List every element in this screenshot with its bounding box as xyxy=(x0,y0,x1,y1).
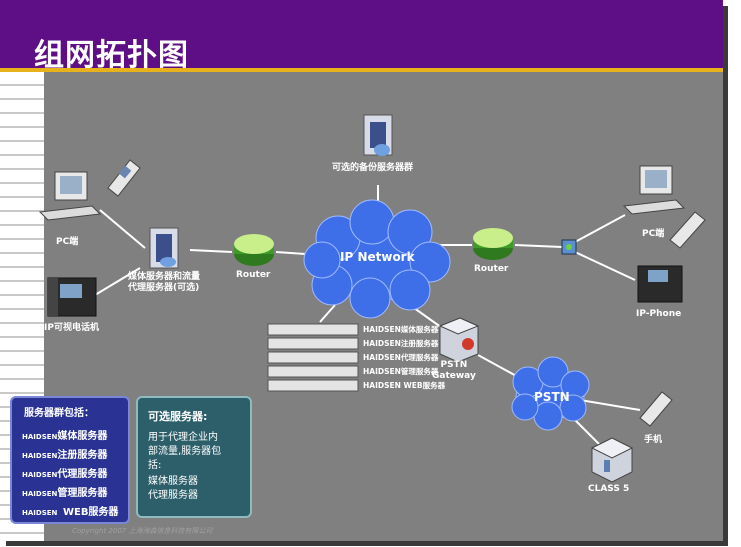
label-pc-right: PC端 xyxy=(642,229,665,239)
router-right-icon xyxy=(473,228,513,260)
optional-box-line: 媒体服务器 xyxy=(148,476,198,487)
router-left-icon xyxy=(234,234,274,266)
label-backup-server: 可选的备份服务器群 xyxy=(332,163,414,173)
label-router-left: Router xyxy=(236,270,271,280)
rack-label: HAIDSEN注册服务器 xyxy=(363,339,439,348)
optional-box-line: 用于代理企业内 xyxy=(148,432,218,443)
copyright-text: Copyright 2007 上海海森信息科技有限公司 xyxy=(72,527,213,535)
pc-right-icon xyxy=(622,165,686,215)
label-ip-phone: IP-Phone xyxy=(636,309,682,319)
label-ip-video-phone: IP可视电话机 xyxy=(44,323,99,333)
label-media-proxy: 媒体服务器和流量代理服务器(可选) xyxy=(128,272,201,293)
optional-box-line: 部流量,服务器包 xyxy=(148,446,222,457)
optional-box-line: 括: xyxy=(148,460,162,471)
mobile-phone-icon xyxy=(639,391,673,427)
list-item: HAIDSEN媒体服务器 xyxy=(22,431,108,442)
optional-server-box: 可选服务器: 用于代理企业内 部流量,服务器包 括: 媒体服务器 代理服务器 xyxy=(136,396,252,518)
switch-icon xyxy=(561,239,577,255)
rack-label: HAIDSEN管理服务器 xyxy=(363,367,439,376)
pstn-cloud xyxy=(511,356,590,431)
list-item: HAIDSEN注册服务器 xyxy=(22,450,108,461)
server-group-box: 服务器群包括： HAIDSEN媒体服务器 HAIDSEN注册服务器 HAIDSE… xyxy=(10,396,130,524)
slide-shadow-right xyxy=(723,6,728,546)
optional-box-line: 代理服务器 xyxy=(148,490,198,501)
label-pc-left: PC端 xyxy=(56,237,79,247)
handset-left-icon xyxy=(107,159,141,197)
pc-left-icon xyxy=(38,171,102,221)
rack-label: HAIDSEN WEB服务器 xyxy=(363,381,446,390)
label-pstn: PSTN xyxy=(534,390,570,404)
server-rack-icon xyxy=(267,323,359,392)
rack-label: HAIDSEN媒体服务器 xyxy=(363,325,439,334)
backup-server-icon xyxy=(363,114,393,156)
server-group-heading: 服务器群包括： xyxy=(24,408,94,419)
label-class5: CLASS 5 xyxy=(588,484,630,494)
list-item: HAIDSEN管理服务器 xyxy=(22,488,108,499)
media-proxy-server-icon xyxy=(149,227,179,269)
list-item: HAIDSEN WEB服务器 xyxy=(22,507,119,518)
rack-label: HAIDSEN代理服务器 xyxy=(363,353,439,362)
header-bar xyxy=(0,0,723,70)
page-title: 组网拓扑图 xyxy=(34,38,189,73)
optional-box-heading: 可选服务器: xyxy=(148,410,208,423)
pstn-gateway-icon xyxy=(438,317,480,363)
slide-shadow-bottom xyxy=(6,541,728,546)
list-item: HAIDSEN代理服务器 xyxy=(22,469,108,480)
ip-video-phone-icon xyxy=(47,277,97,317)
header-accent-line xyxy=(0,68,723,72)
label-mobile: 手机 xyxy=(644,435,663,445)
label-router-right: Router xyxy=(474,264,509,274)
ip-network-cloud xyxy=(303,199,451,319)
label-ip-network: IP Network xyxy=(340,250,415,264)
ip-phone-icon xyxy=(637,265,683,303)
handset-right-icon xyxy=(669,211,706,249)
class5-switch-icon xyxy=(590,437,634,483)
